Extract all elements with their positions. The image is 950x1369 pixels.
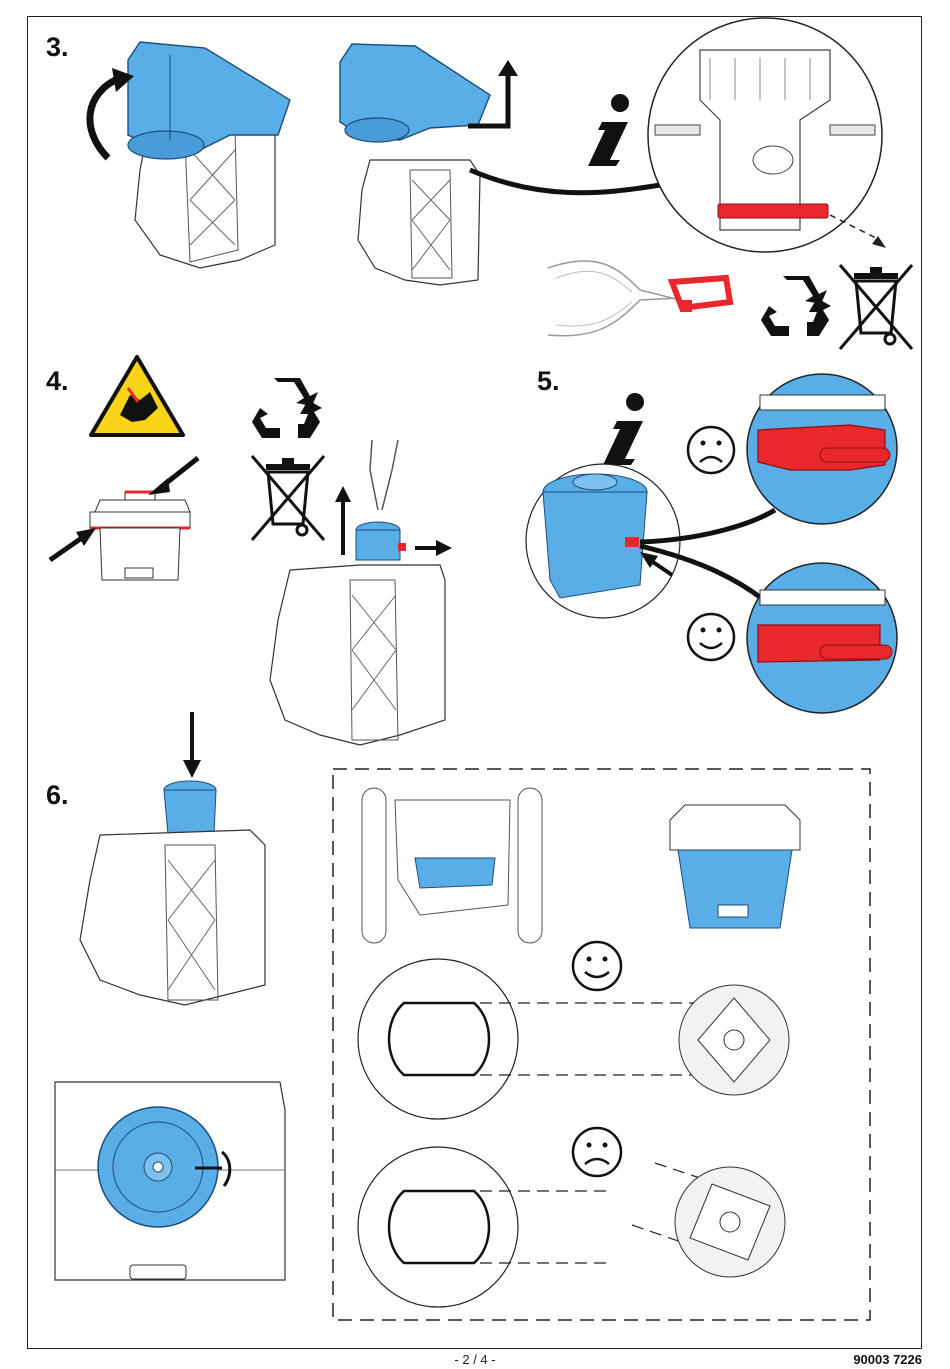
sad-face-icon — [688, 427, 734, 473]
pinch-warning-icon — [91, 357, 183, 435]
info-icon — [603, 393, 644, 465]
step6-insert-motor — [80, 712, 265, 1005]
happy-face-icon — [688, 614, 734, 660]
document-number: 90003 7226 — [853, 1352, 922, 1367]
step5-correct-detail — [747, 563, 897, 713]
recycle-icon — [761, 276, 831, 336]
happy-face-icon — [573, 942, 621, 990]
step6-motor-reference — [670, 805, 800, 928]
recycle-icon — [252, 378, 322, 438]
step3-detail-magnifier — [648, 18, 886, 252]
page-number: - 2 / 4 - — [0, 1352, 950, 1367]
step4-motor-side-view — [50, 458, 198, 580]
sad-face-icon — [573, 1128, 621, 1176]
cut-cable-tie — [672, 278, 730, 312]
step6-wrong-alignment — [358, 1147, 785, 1307]
pliers-icon — [548, 261, 680, 336]
step6-seal-ring-view — [362, 788, 542, 943]
waste-bin-crossed-icon — [252, 456, 324, 540]
step3-housing-tilted — [128, 42, 290, 268]
step6-top-view — [55, 1082, 285, 1280]
info-icon — [588, 94, 629, 166]
step6-correct-alignment — [358, 959, 789, 1119]
waste-bin-crossed-icon — [840, 265, 912, 349]
step5-wrong-detail — [747, 374, 897, 524]
